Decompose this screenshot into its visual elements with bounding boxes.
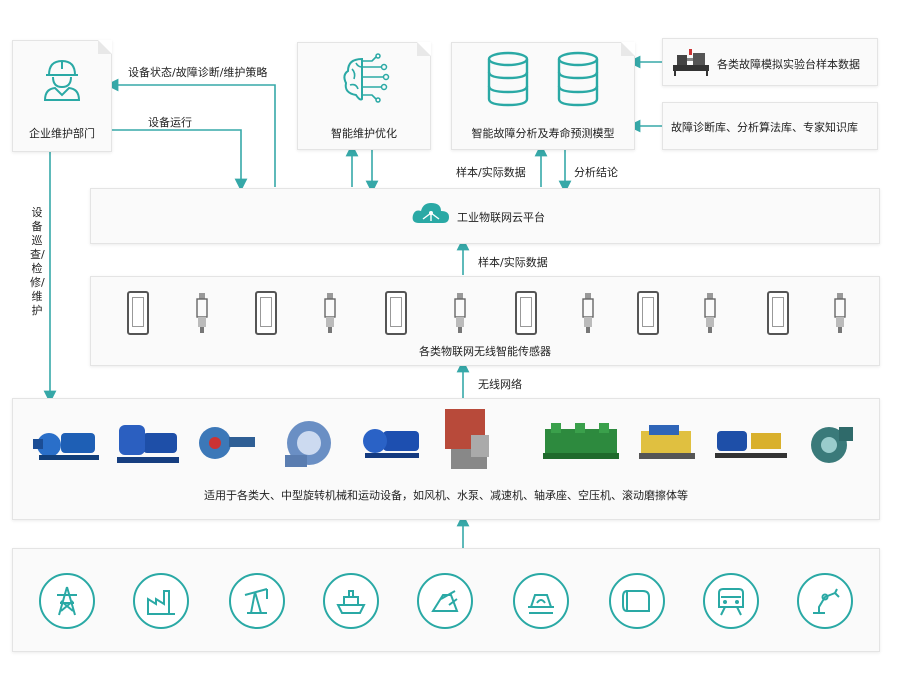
sensors-bar: 各类物联网无线智能传感器 <box>90 276 880 366</box>
probe-sensor <box>703 293 717 333</box>
uncoiler-image <box>639 425 695 459</box>
inspection-text: 设备巡查/检修/维护 <box>30 206 45 317</box>
probe-sensor <box>323 293 337 333</box>
motor-gearbox-image <box>715 431 787 458</box>
sample-data-label-2: 样本/实际数据 <box>478 256 548 269</box>
centrifugal-fan-image <box>285 421 331 467</box>
probe-sensor <box>195 293 209 333</box>
test-bench-data-label: 各类故障模拟实验台样本数据 <box>717 58 860 71</box>
factory-icon <box>133 573 189 629</box>
status-strategy-label: 设备状态/故障诊断/维护策略 <box>128 66 268 79</box>
optimization-label: 智能维护优化 <box>331 127 397 140</box>
model-label: 智能故障分析及寿命预测模型 <box>471 127 615 140</box>
model-card: 智能故障分析及寿命预测模型 <box>451 42 635 150</box>
maintenance-dept-card: 企业维护部门 <box>12 40 112 152</box>
cloud-network-icon <box>412 203 449 223</box>
self-priming-pump-image <box>117 425 179 463</box>
probe-sensor <box>453 293 467 333</box>
slurry-pump-image <box>199 427 255 459</box>
cloud-platform-bar: 工业物联网云平台 <box>90 188 880 244</box>
probe-sensor <box>833 293 847 333</box>
brain-circuit-icon <box>343 53 390 103</box>
power-tower-icon <box>39 573 95 629</box>
cloud-platform-label: 工业物联网云平台 <box>457 211 545 224</box>
rail-transit-icon <box>703 573 759 629</box>
inspection-label: 设备巡查/检修/维护 <box>30 206 45 318</box>
phone-sensor <box>515 291 537 335</box>
oil-pump-icon <box>229 573 285 629</box>
knowledge-base-label: 故障诊断库、分析算法库、专家知识库 <box>671 121 858 134</box>
vacuum-pump-image <box>363 429 419 458</box>
optimization-card: 智能维护优化 <box>297 42 431 150</box>
phone-sensor <box>255 291 277 335</box>
knowledge-base-card: 故障诊断库、分析算法库、专家知识库 <box>662 102 878 150</box>
phone-sensor <box>767 291 789 335</box>
probe-sensor <box>581 293 595 333</box>
phone-sensor <box>637 291 659 335</box>
phone-sensor <box>385 291 407 335</box>
robot-arm-icon <box>797 573 853 629</box>
steel-mill-icon <box>417 573 473 629</box>
database-icon <box>557 51 599 107</box>
ship-icon <box>323 573 379 629</box>
axial-fan-image <box>811 427 853 463</box>
centrifugal-pump-image <box>33 433 99 460</box>
industries-bar <box>12 548 880 652</box>
conclusion-label: 分析结论 <box>574 166 618 179</box>
sensors-label: 各类物联网无线智能传感器 <box>419 345 551 358</box>
operation-label: 设备运行 <box>148 116 192 129</box>
maintenance-dept-label: 企业维护部门 <box>29 127 95 140</box>
equipment-label: 适用于各类大、中型旋转机械和运动设备，如风机、水泵、减速机、轴承座、空压机、滚动… <box>204 489 688 502</box>
test-bench-data-card: 各类故障模拟实验台样本数据 <box>662 38 878 86</box>
wireless-label: 无线网络 <box>478 378 522 391</box>
phone-sensor <box>127 291 149 335</box>
rolling-mill-image <box>543 423 619 459</box>
equipment-bar: 适用于各类大、中型旋转机械和运动设备，如风机、水泵、减速机、轴承座、空压机、滚动… <box>12 398 880 520</box>
worker-icon <box>43 59 81 101</box>
sample-data-label-1: 样本/实际数据 <box>456 166 526 179</box>
mining-icon <box>513 573 569 629</box>
paper-roll-icon <box>609 573 665 629</box>
database-icon <box>487 51 529 107</box>
test-bench-icon <box>673 49 709 76</box>
blower-unit-image <box>445 409 489 469</box>
